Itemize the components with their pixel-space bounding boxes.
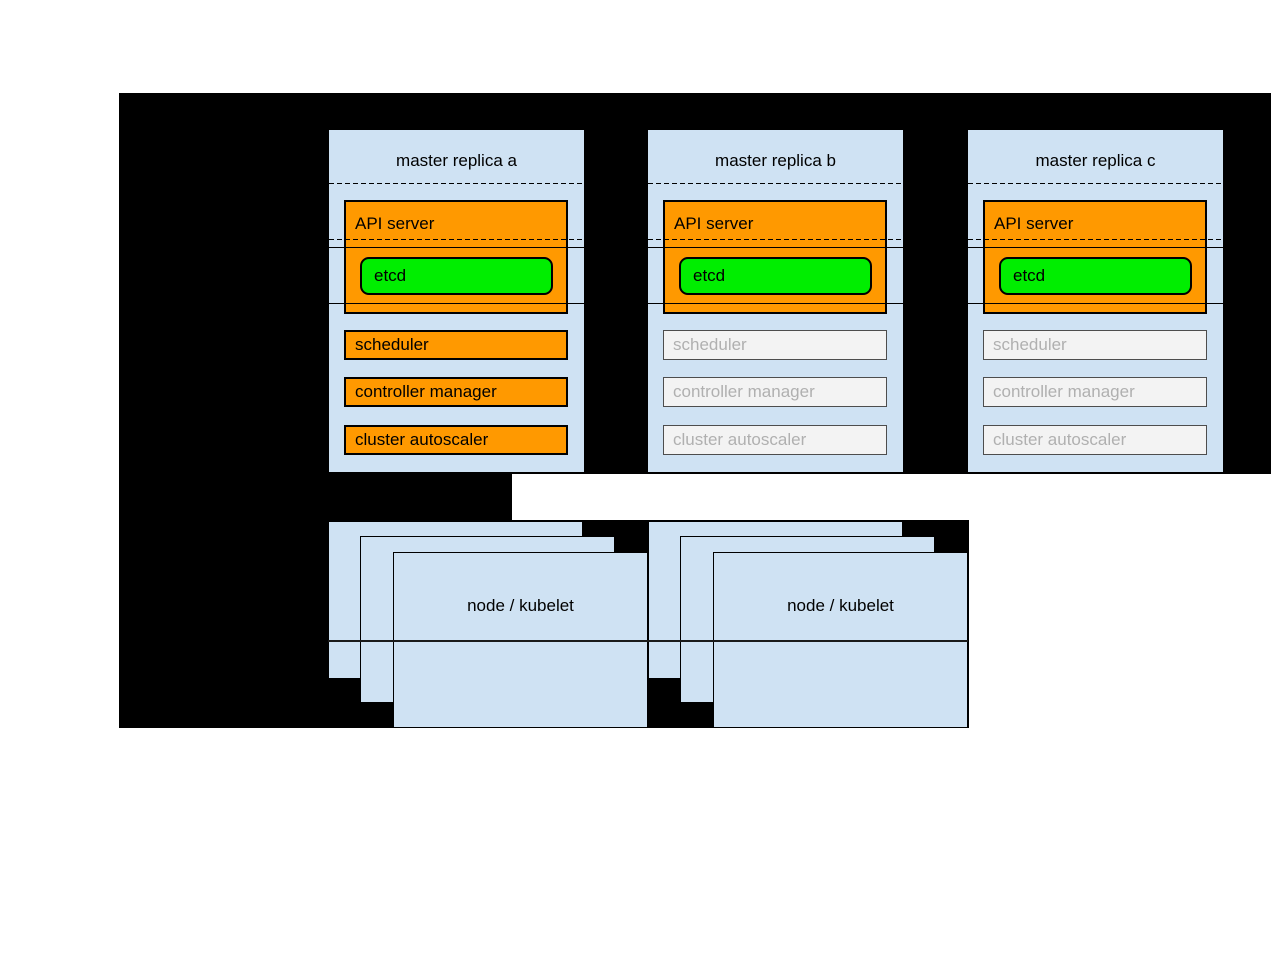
title-separator-dashed-line — [968, 183, 1223, 184]
replica-title: master replica a — [396, 151, 517, 170]
scheduler-box: scheduler — [344, 330, 568, 360]
api-server-label: API server — [994, 214, 1074, 233]
cluster-autoscaler-box: cluster autoscaler — [344, 425, 568, 455]
cluster-autoscaler-box: cluster autoscaler — [983, 425, 1207, 455]
etcd-box: etcd — [999, 257, 1192, 295]
etcd-label: etcd — [374, 266, 407, 285]
title-separator-dashed-line — [329, 183, 584, 184]
scheduler-box: scheduler — [663, 330, 887, 360]
cluster-autoscaler-label: cluster autoscaler — [993, 430, 1127, 449]
etcd-lane-bottom-line — [968, 303, 1223, 304]
etcd-lane-bottom-line — [329, 303, 584, 304]
etcd-box: etcd — [360, 257, 553, 295]
scheduler-label: scheduler — [993, 335, 1067, 354]
master-replica-a: master replica a API server etcd schedul… — [329, 130, 584, 472]
etcd-lane-top-line — [329, 247, 584, 248]
node-title: node / kubelet — [467, 596, 574, 615]
api-server-label: API server — [355, 214, 435, 233]
etcd-label: etcd — [693, 266, 726, 285]
replica-title: master replica c — [1035, 151, 1156, 170]
master-replica-c: master replica c API server etcd schedul… — [968, 130, 1223, 472]
controller-manager-box: controller manager — [983, 377, 1207, 407]
etcd-lane-bottom-line — [648, 303, 903, 304]
cluster-autoscaler-box: cluster autoscaler — [663, 425, 887, 455]
controller-manager-label: controller manager — [673, 382, 815, 401]
controller-manager-box: controller manager — [344, 377, 568, 407]
figure-background-left-strip — [119, 474, 512, 520]
etcd-lane-top-line — [648, 247, 903, 248]
scheduler-box: scheduler — [983, 330, 1207, 360]
controller-manager-label: controller manager — [355, 382, 497, 401]
node-title: node / kubelet — [787, 596, 894, 615]
node-group-2: node / kubelet — [648, 521, 968, 728]
scheduler-label: scheduler — [673, 335, 747, 354]
replica-title: master replica b — [715, 151, 836, 170]
controller-manager-label: controller manager — [993, 382, 1135, 401]
controller-manager-box: controller manager — [663, 377, 887, 407]
cluster-autoscaler-label: cluster autoscaler — [355, 430, 489, 449]
master-replica-b: master replica b API server etcd schedul… — [648, 130, 903, 472]
api-lane-dashed-line — [329, 239, 584, 240]
api-server-label: API server — [674, 214, 754, 233]
api-lane-dashed-line — [648, 239, 903, 240]
node-title-separator-line — [328, 640, 648, 642]
cluster-autoscaler-label: cluster autoscaler — [673, 430, 807, 449]
etcd-label: etcd — [1013, 266, 1046, 285]
title-separator-dashed-line — [648, 183, 903, 184]
scheduler-label: scheduler — [355, 335, 429, 354]
node-group-1: node / kubelet — [328, 521, 648, 728]
etcd-box: etcd — [679, 257, 872, 295]
api-lane-dashed-line — [968, 239, 1223, 240]
etcd-lane-top-line — [968, 247, 1223, 248]
node-title-separator-line — [648, 640, 968, 642]
